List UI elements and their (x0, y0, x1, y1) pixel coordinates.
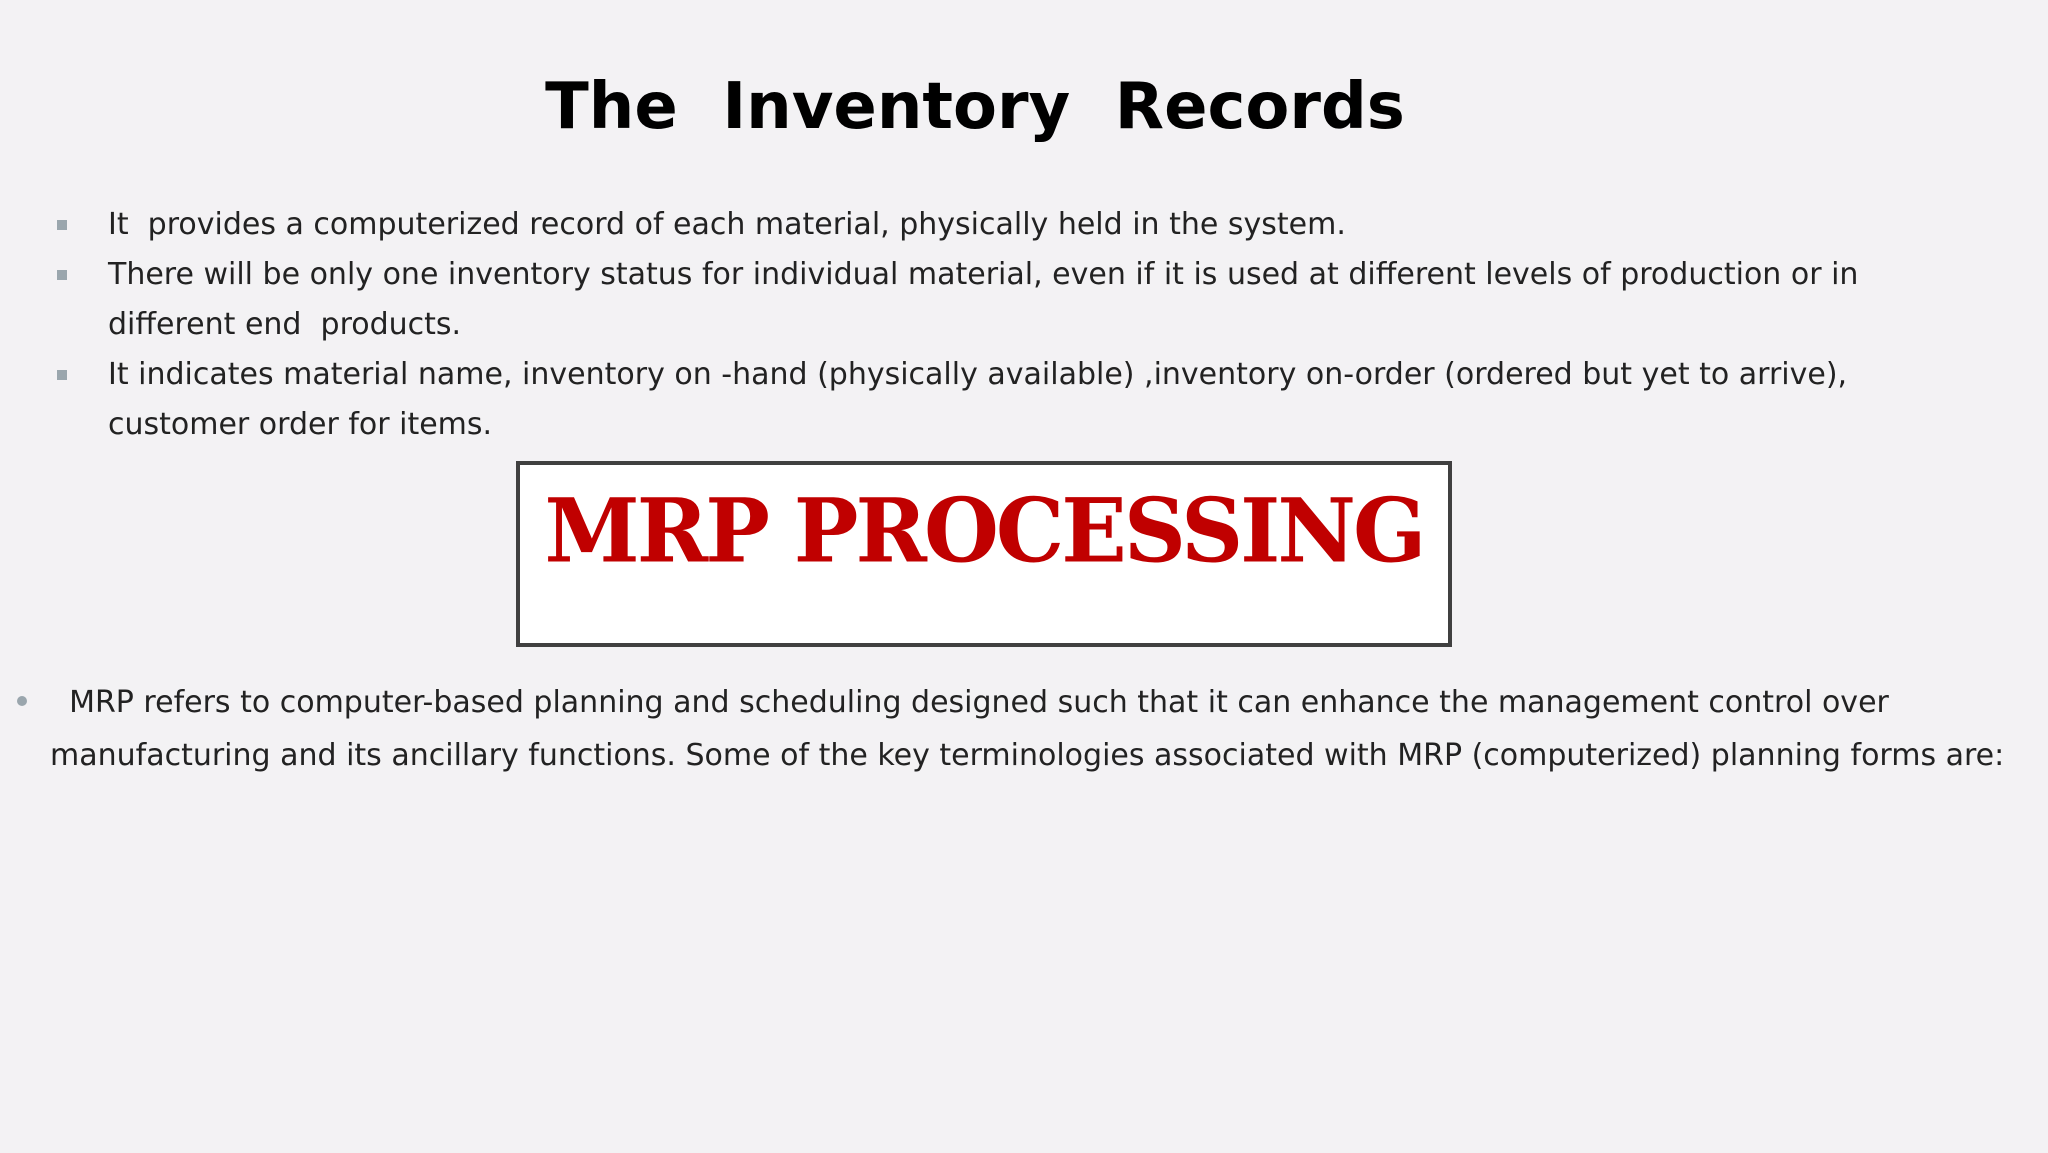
round-bullet-icon (17, 696, 27, 706)
mrp-processing-banner: MRP PROCESSING (516, 461, 1452, 647)
slide-title: The Inventory Records (545, 70, 1405, 144)
banner-text: MRP PROCESSING (544, 479, 1427, 584)
bullet-text: It indicates material name, inventory on… (108, 357, 1857, 442)
square-bullet-icon (57, 370, 67, 380)
body-paragraph: MRP refers to computer-based planning an… (50, 685, 2005, 773)
bullet-text: It provides a computerized record of eac… (108, 207, 1346, 242)
bullet-text: There will be only one inventory status … (108, 257, 1868, 342)
square-bullet-icon (57, 220, 67, 230)
square-bullet-icon (57, 270, 67, 280)
